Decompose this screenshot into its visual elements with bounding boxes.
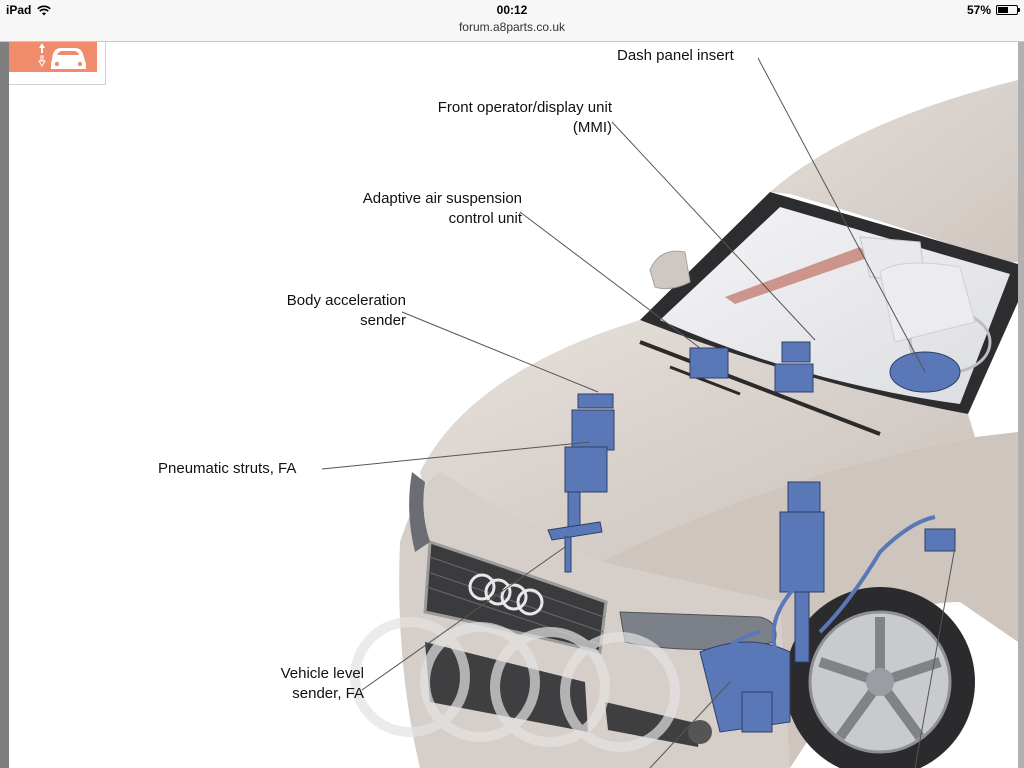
status-left: iPad [6, 3, 52, 17]
label-suspension-line2: control unit [448, 210, 522, 227]
car-level-logo-icon [9, 42, 97, 72]
label-suspension-line1: Adaptive air suspension [362, 190, 522, 207]
status-time: 00:12 [496, 3, 528, 17]
label-mmi-line1: Front operator/display unit [437, 99, 612, 116]
status-right: 57% [966, 3, 1020, 17]
battery-fill [998, 7, 1009, 13]
battery-icon [996, 5, 1020, 15]
battery-percent: 57% [966, 3, 991, 17]
scrollbar[interactable] [1018, 42, 1024, 768]
label-pneumatic-struts: Pneumatic struts, FA [158, 460, 297, 477]
status-bar: iPad 00:12 57% [0, 0, 1024, 20]
label-level-line1: Vehicle level [280, 665, 364, 682]
label-level-line2: sender, FA [292, 685, 364, 702]
url-text[interactable]: forum.a8parts.co.uk [458, 20, 566, 34]
label-body-accel-line2: sender [360, 312, 406, 329]
label-dash-panel-insert: Dash panel insert [617, 47, 734, 64]
left-margin-bar [0, 42, 9, 768]
label-mmi-line2: (MMI) [572, 119, 612, 136]
page-content[interactable]: Dash panel insert Front operator/display… [0, 42, 1024, 768]
car-illustration [321, 57, 1018, 768]
device-name: iPad [6, 3, 32, 17]
address-bar[interactable]: forum.a8parts.co.uk [0, 20, 1024, 42]
label-body-accel-line1: Body acceleration [286, 292, 406, 309]
logo-box [9, 42, 106, 85]
wifi-icon [37, 5, 52, 15]
